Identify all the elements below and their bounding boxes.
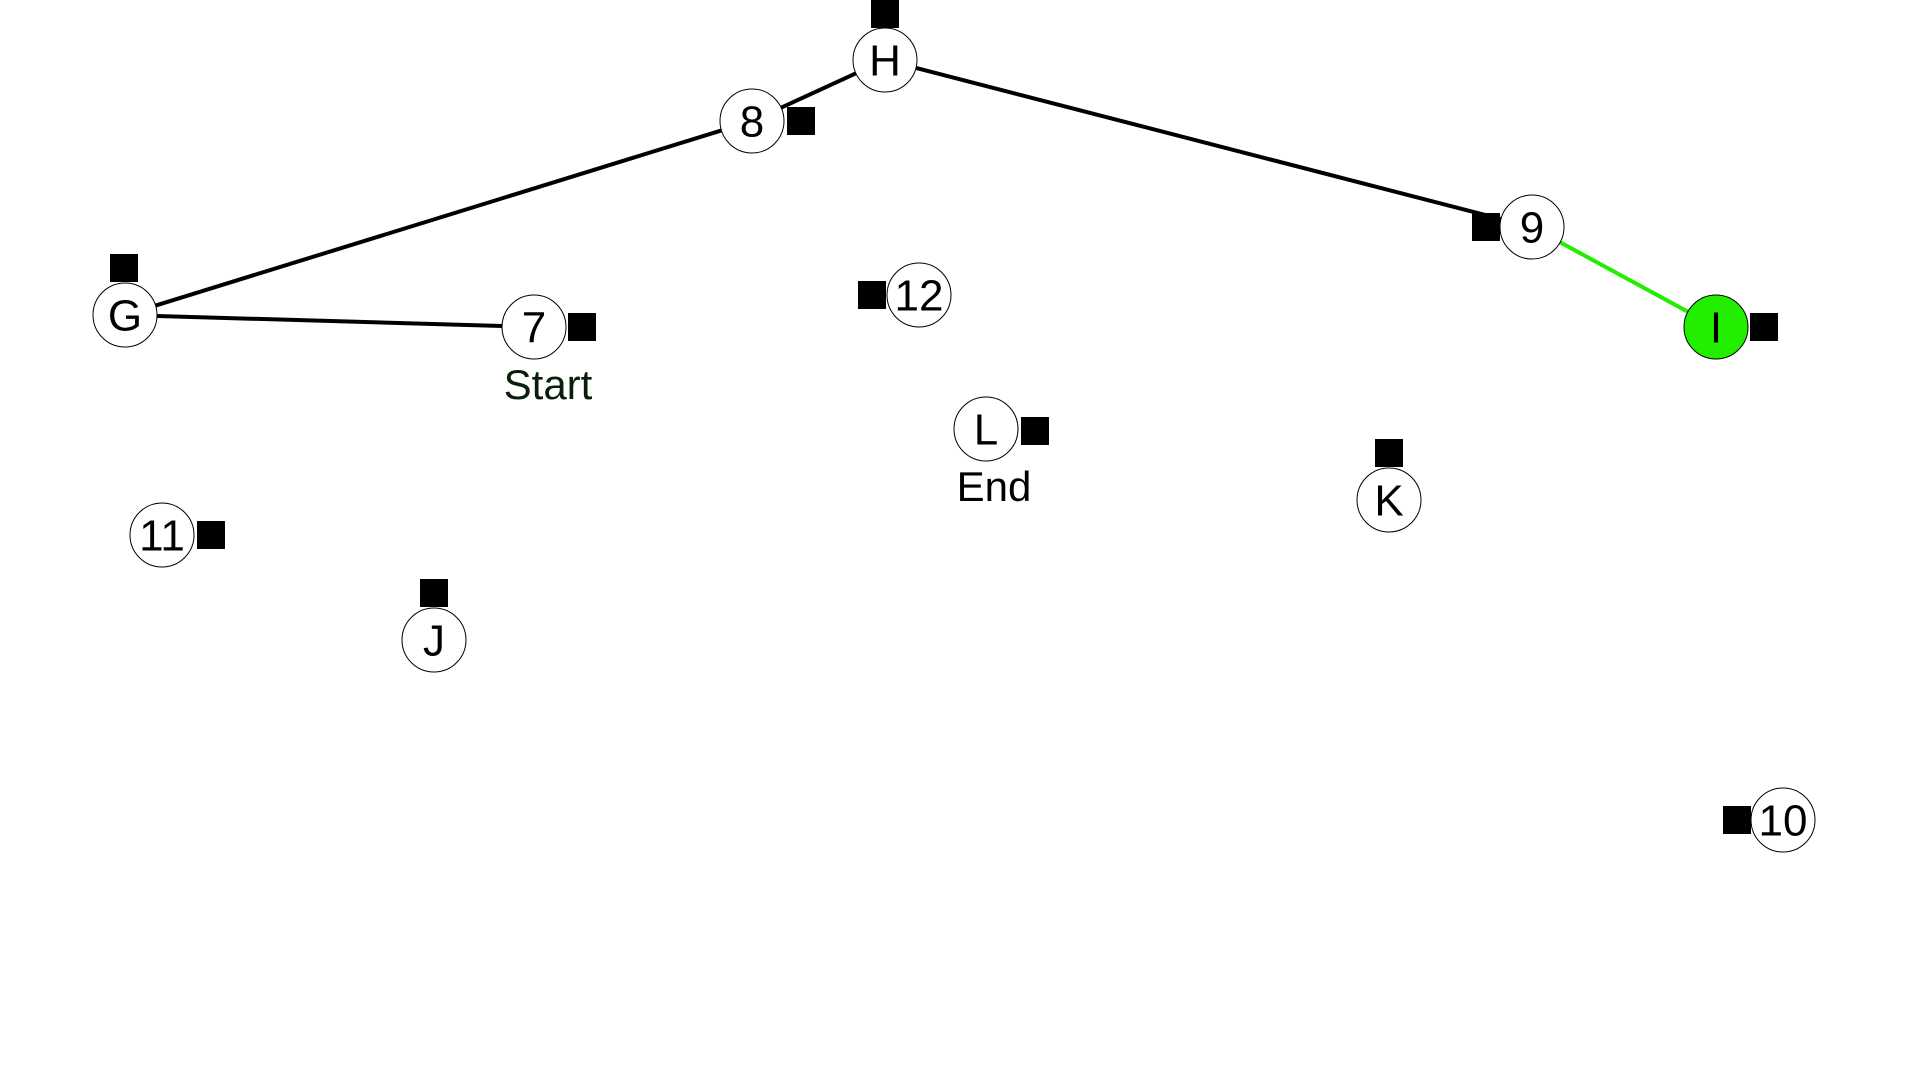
marker-J[interactable] (420, 579, 448, 607)
node-circle (1750, 787, 1816, 853)
node-G[interactable]: G (92, 282, 158, 348)
node-circle (501, 294, 567, 360)
marker-9[interactable] (1472, 213, 1500, 241)
marker-8[interactable] (787, 107, 815, 135)
node-K[interactable]: K (1356, 467, 1422, 533)
node-circle (1356, 467, 1422, 533)
marker-G[interactable] (110, 254, 138, 282)
start-label: Start (504, 361, 593, 408)
node-circle (92, 282, 158, 348)
node-11[interactable]: 11 (129, 502, 195, 568)
marker-7[interactable] (568, 313, 596, 341)
node-L[interactable]: L (953, 396, 1019, 462)
edge-7-G (154, 313, 505, 329)
node-label: 11 (139, 512, 185, 561)
node-label: L (974, 406, 998, 455)
node-H[interactable]: H (852, 27, 918, 93)
edges-layer (153, 65, 1690, 329)
node-7[interactable]: 7 (501, 294, 567, 360)
node-label: H (869, 37, 901, 86)
node-10[interactable]: 10 (1750, 787, 1816, 853)
node-12[interactable]: 12 (886, 262, 952, 328)
node-label: 12 (895, 272, 944, 321)
marker-H[interactable] (871, 0, 899, 28)
node-label: K (1374, 477, 1403, 526)
node-circle (1683, 294, 1749, 360)
node-circle (953, 396, 1019, 462)
node-label: 9 (1520, 204, 1544, 253)
edge-H-9 (913, 65, 1504, 222)
node-label: 7 (522, 304, 546, 353)
node-circle (886, 262, 952, 328)
marker-L[interactable] (1021, 417, 1049, 445)
marker-10[interactable] (1723, 806, 1751, 834)
end-label: End (957, 463, 1032, 510)
node-circle (401, 607, 467, 673)
node-circle (719, 88, 785, 154)
node-label: 10 (1759, 797, 1808, 846)
marker-K[interactable] (1375, 439, 1403, 467)
marker-12[interactable] (858, 281, 886, 309)
node-label: G (108, 292, 142, 341)
node-J[interactable]: J (401, 607, 467, 673)
node-label: 8 (740, 98, 764, 147)
edge-8-H (779, 71, 858, 110)
edge-9-I (1558, 240, 1690, 314)
markers-layer (110, 0, 1778, 834)
node-9[interactable]: 9 (1499, 194, 1565, 260)
node-circle (1499, 194, 1565, 260)
marker-11[interactable] (197, 521, 225, 549)
node-circle (129, 502, 195, 568)
nodes-layer: H 8G 7 12 9I L K 11J 10 (92, 27, 1816, 853)
node-label: J (423, 617, 445, 666)
node-label: I (1710, 304, 1722, 353)
captions-layer: Start End (504, 361, 1032, 510)
marker-I[interactable] (1750, 313, 1778, 341)
node-8[interactable]: 8 (719, 88, 785, 154)
node-circle (852, 27, 918, 93)
node-I[interactable]: I (1683, 294, 1749, 360)
edge-G-8 (153, 128, 724, 308)
